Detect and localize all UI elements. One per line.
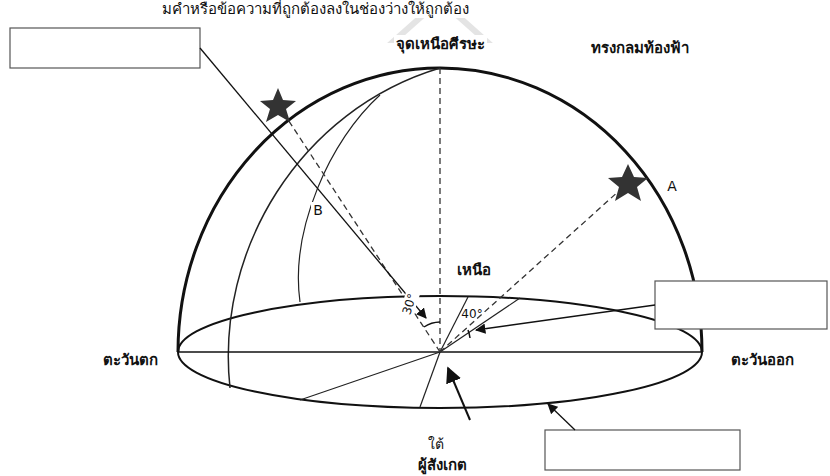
direction-label: ตะวันออก — [729, 351, 796, 369]
radial-line — [420, 352, 440, 407]
angle-arc — [424, 322, 440, 327]
direction-label: เหนือ — [455, 261, 493, 279]
star-b — [260, 88, 296, 122]
answer-box — [545, 430, 740, 470]
radial-line — [440, 297, 468, 352]
instruction-text: มคำหรือข้อความที่ถูกต้องลงในช่องว่างให้ถ… — [160, 0, 471, 18]
leader-arrow — [200, 48, 426, 318]
angle-arc — [468, 330, 470, 338]
direction-label: ตะวันตก — [101, 351, 160, 369]
zenith-label: จุดเหนือศีรษะ — [394, 35, 487, 53]
answer-box — [655, 281, 827, 329]
star-b-line — [283, 112, 440, 352]
radial-line — [300, 352, 440, 400]
angle-value: 30° — [399, 290, 420, 318]
observer-label: ผู้สังเกต — [416, 456, 469, 474]
star-a — [608, 164, 648, 201]
sphere-label: ทรงกลมท้องฟ้า — [589, 39, 691, 57]
angle-value: 40° — [459, 307, 484, 321]
meridian-line — [228, 68, 440, 388]
star-name: A — [665, 178, 679, 195]
answer-box — [10, 28, 200, 68]
sky-dome — [178, 68, 702, 352]
zenith-line — [439, 68, 440, 352]
star-name: B — [311, 202, 325, 219]
direction-label: ใต้ — [426, 436, 446, 453]
leader-arrow — [476, 305, 655, 330]
leader-arrow — [548, 404, 575, 430]
observer-arrow — [448, 368, 470, 420]
star-a-line — [440, 190, 620, 352]
